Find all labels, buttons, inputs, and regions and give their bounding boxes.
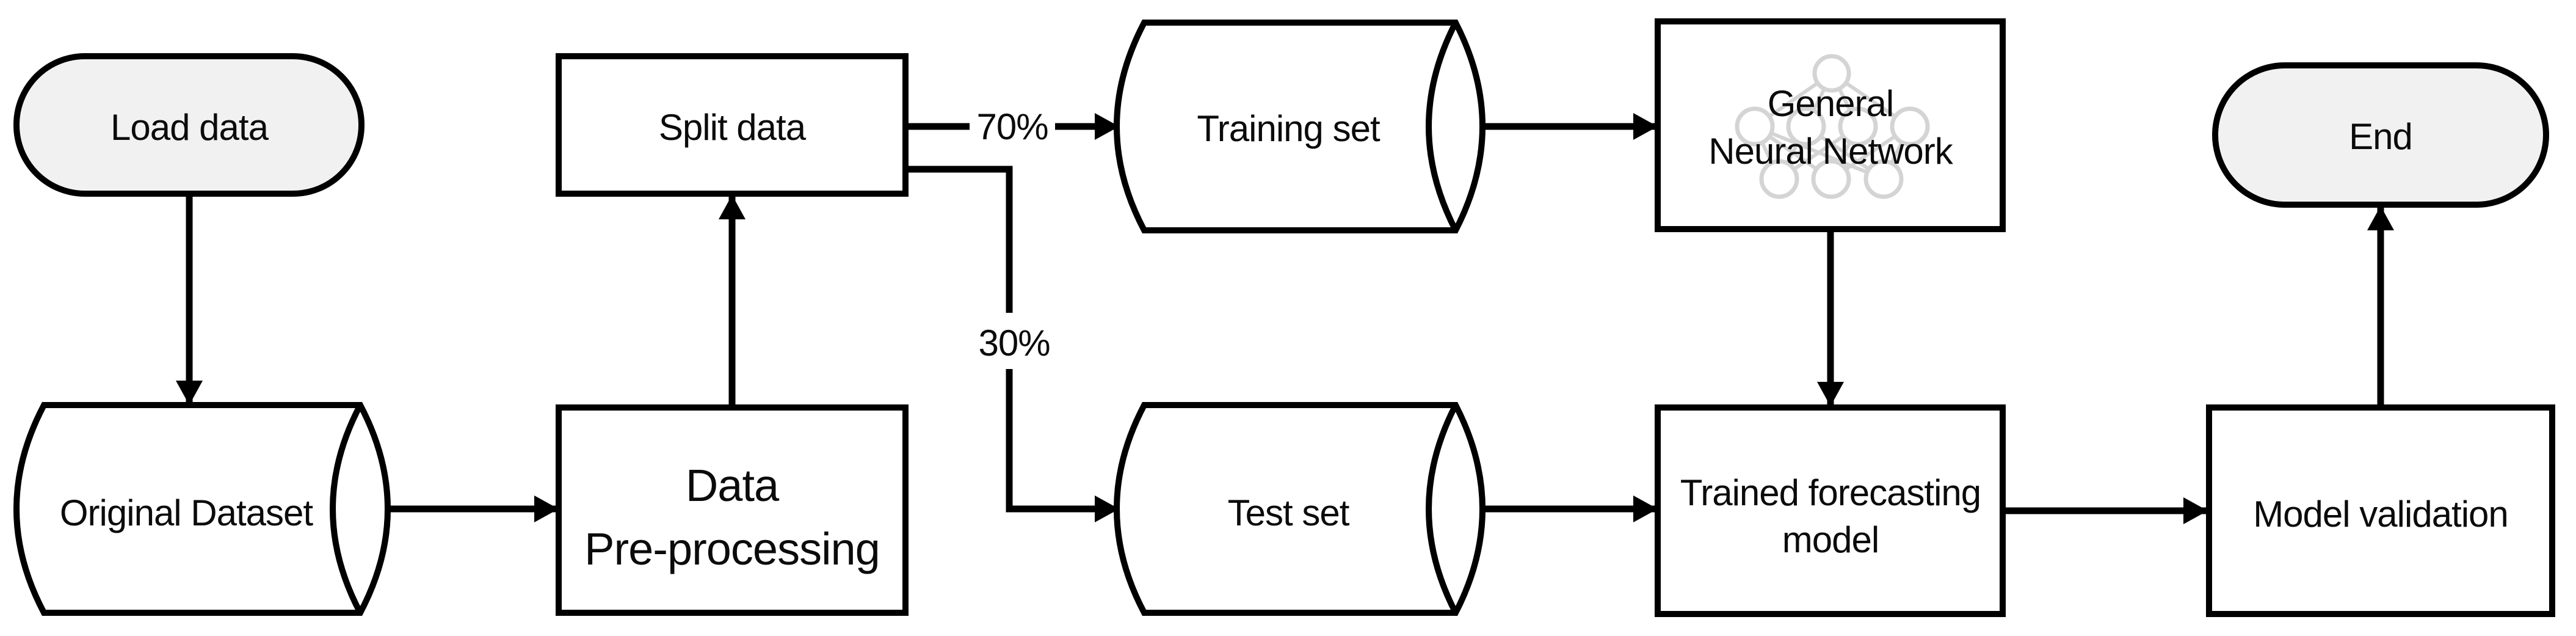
node-trained-forecasting-model-label-line2: model <box>1782 519 1879 560</box>
test-split-label-backing <box>972 313 1056 369</box>
node-end <box>2212 62 2549 208</box>
training-split-label-backing <box>970 103 1055 150</box>
test-split-percentage-label: 30% <box>978 323 1050 364</box>
node-split-data-label: Split data <box>659 107 807 148</box>
node-data-preprocessing <box>556 404 909 616</box>
node-load-data <box>13 53 365 197</box>
node-model-validation <box>2206 404 2555 617</box>
node-training-set-label: Training set <box>1197 108 1381 149</box>
training-split-percentage-label: 70% <box>976 106 1048 147</box>
node-model-validation-label: Model validation <box>2253 494 2508 535</box>
node-load-data-label: Load data <box>111 107 269 148</box>
training-set-cylinder-cap <box>1426 21 1459 232</box>
node-general-neural-network-label-line1: General <box>1768 83 1893 124</box>
test-set-cylinder-cap <box>1426 403 1459 615</box>
node-test-set-label: Test set <box>1228 492 1350 533</box>
node-trained-forecasting-model-label-line1: Trained forecasting <box>1680 472 1981 513</box>
node-general-neural-network-label-line2: Neural Network <box>1708 131 1953 172</box>
node-data-preprocessing-label-line1: Data <box>686 460 780 511</box>
node-original-dataset-label: Original Dataset <box>60 492 314 533</box>
neural-network-icon <box>1735 54 1930 199</box>
node-end-label: End <box>2349 116 2412 157</box>
node-data-preprocessing-label-line2: Pre-processing <box>584 524 880 574</box>
original-dataset-cylinder-cap <box>330 403 363 615</box>
node-trained-forecasting-model <box>1655 404 2006 617</box>
node-split-data <box>556 53 909 197</box>
